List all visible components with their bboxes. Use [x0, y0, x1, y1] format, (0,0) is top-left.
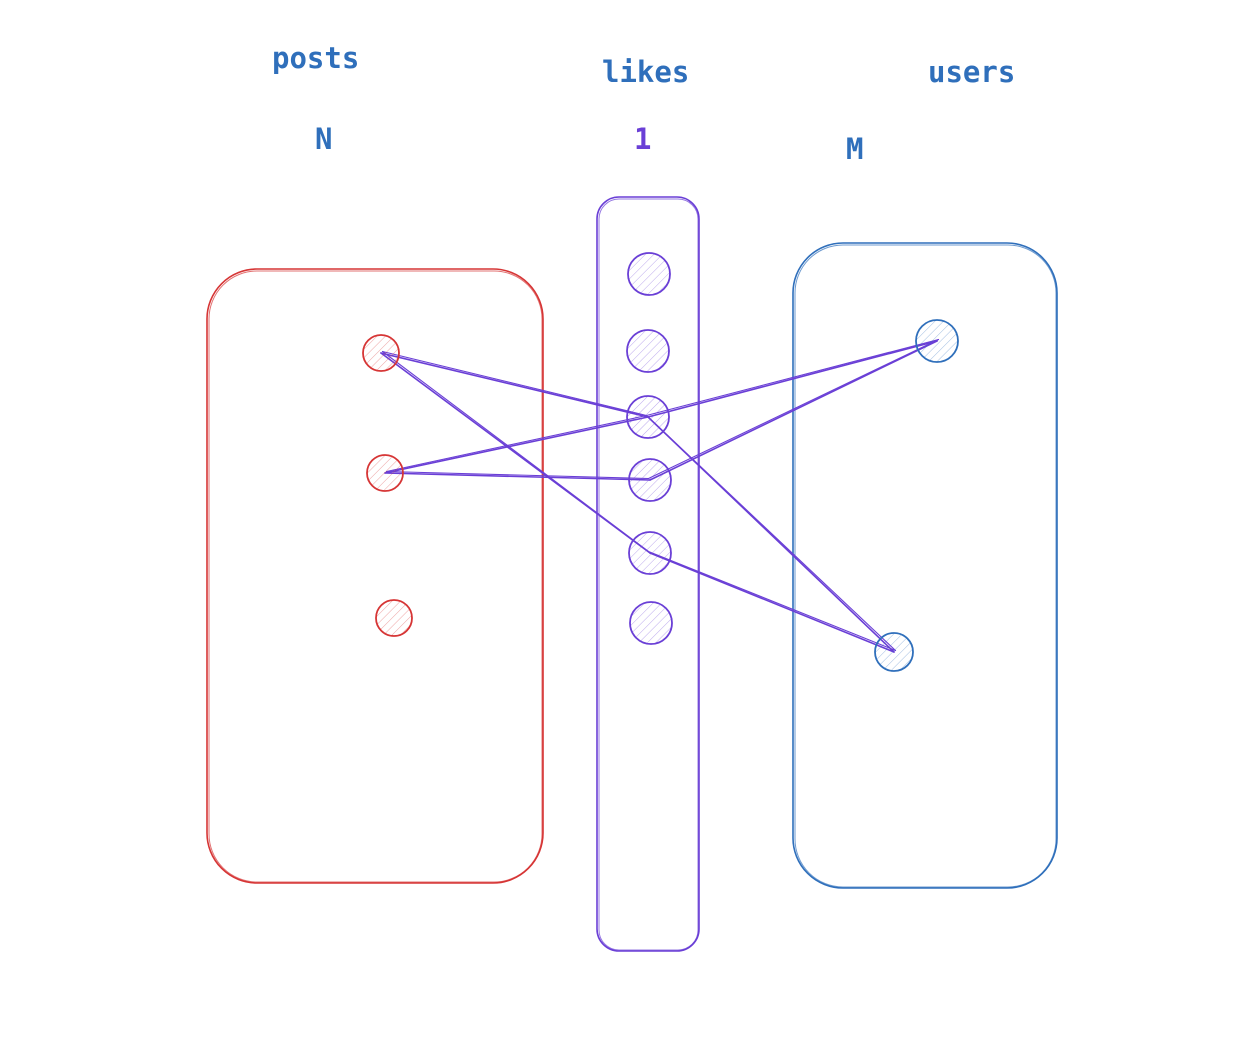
connection-line	[384, 416, 649, 474]
users-nodes	[874, 319, 959, 672]
connection-line	[380, 352, 649, 418]
users-box	[792, 242, 1058, 889]
connection-line	[649, 552, 895, 653]
users-title: users	[928, 55, 1016, 89]
post-node-3	[375, 599, 413, 637]
connection-line	[647, 340, 938, 418]
connection-line	[381, 350, 650, 553]
like-node-4	[628, 458, 672, 502]
connection-line	[384, 472, 651, 481]
connection-line	[649, 340, 938, 481]
connection-line	[645, 414, 897, 652]
posts-title: posts	[272, 41, 360, 75]
like-node-6	[629, 601, 673, 645]
connection-lines	[380, 338, 940, 653]
connection-line	[385, 414, 648, 473]
user-node-1	[915, 319, 959, 363]
likes-title: likes	[602, 55, 690, 89]
like-node-5	[628, 531, 672, 575]
connection-line	[645, 338, 940, 417]
likes-box	[596, 196, 700, 952]
post-node-2	[366, 454, 404, 492]
like-node-1	[627, 252, 671, 296]
connection-line	[647, 338, 940, 480]
post-node-1	[362, 334, 400, 372]
connection-line	[380, 352, 651, 554]
users-cardinality: M	[846, 132, 864, 166]
likes-nodes	[626, 252, 673, 645]
posts-box	[206, 268, 544, 884]
posts-cardinality: N	[315, 122, 333, 156]
connection-line	[647, 550, 897, 652]
connection-line	[381, 350, 648, 417]
user-node-2	[874, 632, 914, 672]
connection-line	[385, 470, 650, 480]
posts-nodes	[362, 334, 413, 637]
like-node-2	[626, 329, 670, 373]
likes-cardinality: 1	[634, 122, 652, 156]
like-node-3	[626, 395, 670, 439]
